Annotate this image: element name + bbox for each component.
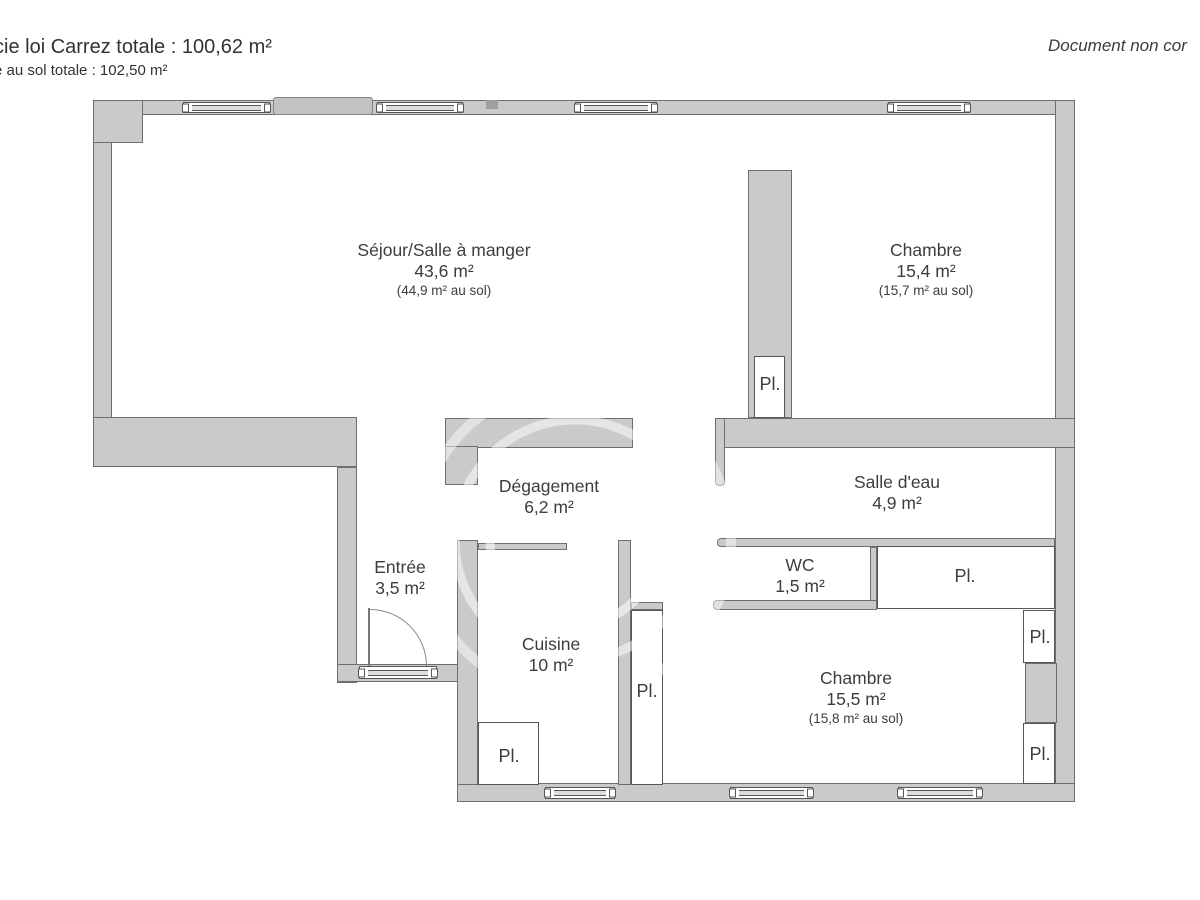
wall-sejour-band bbox=[93, 417, 357, 467]
window-glazing bbox=[739, 790, 804, 796]
window-jamb bbox=[609, 788, 616, 798]
entry-door-threshold bbox=[358, 666, 438, 679]
window-glazing bbox=[192, 104, 261, 111]
room-area: 6,2 m² bbox=[524, 497, 574, 517]
window-glazing bbox=[554, 790, 606, 796]
room-label-degagement: Dégagement 6,2 m² bbox=[499, 476, 599, 518]
closet-label-cuisine: Pl. bbox=[498, 746, 520, 766]
window-jamb bbox=[976, 788, 983, 798]
room-area: 10 m² bbox=[528, 655, 574, 675]
room-area: 15,4 m² bbox=[896, 261, 956, 281]
closet-label-corridor-column: Pl. bbox=[636, 681, 658, 701]
window-glazing bbox=[907, 790, 973, 796]
wall-placard-column-top bbox=[631, 602, 663, 610]
room-label-wc: WC 1,5 m² bbox=[775, 555, 825, 597]
closet-box-chambre2-upper bbox=[1023, 610, 1055, 663]
threshold-jamb bbox=[358, 668, 365, 677]
window-jamb bbox=[182, 103, 189, 112]
threshold-detail bbox=[368, 669, 428, 676]
room-name: Entrée bbox=[374, 557, 426, 577]
room-name: Dégagement bbox=[498, 476, 600, 496]
room-name: WC bbox=[785, 555, 815, 575]
window-jamb bbox=[457, 103, 464, 112]
room-area: 15,5 m² bbox=[826, 689, 886, 709]
window bbox=[544, 787, 616, 799]
window bbox=[887, 102, 971, 113]
carrez-total-line: cie loi Carrez totale : 100,62 m² bbox=[0, 36, 272, 58]
entry-door-leaf bbox=[368, 608, 370, 666]
window bbox=[729, 787, 814, 799]
window bbox=[182, 102, 271, 113]
closet-label-next-to-wc: Pl. bbox=[954, 566, 976, 586]
window-glazing bbox=[386, 104, 454, 111]
closet-box-chambre1 bbox=[754, 356, 785, 418]
wall-entree-left bbox=[337, 467, 357, 683]
closet-label-chambre2-lower: Pl. bbox=[1029, 744, 1051, 764]
floor-area-total-line: e au sol totale : 102,50 m² bbox=[0, 62, 168, 79]
room-label-chambre2: Chambre 15,5 m² (15,8 m² au sol) bbox=[809, 668, 904, 727]
room-floor-area: (15,8 m² au sol) bbox=[808, 711, 904, 726]
window-jamb bbox=[887, 103, 894, 112]
wall-wc-bottom bbox=[713, 600, 877, 610]
wall-salle-eau-top-bar bbox=[717, 418, 1075, 448]
shutter-box bbox=[273, 97, 373, 115]
document-notice: Document non cor bbox=[1048, 36, 1187, 55]
wall-cuisine-top bbox=[478, 543, 567, 550]
window bbox=[897, 787, 983, 799]
closet-box-cuisine bbox=[478, 722, 539, 785]
wall-right bbox=[1055, 100, 1075, 802]
window-jamb bbox=[574, 103, 581, 112]
window-glazing bbox=[584, 104, 648, 111]
wall-cuisine-right bbox=[618, 540, 631, 785]
window-jamb bbox=[651, 103, 658, 112]
room-area: 1,5 m² bbox=[775, 576, 825, 596]
wall-corner-block bbox=[93, 100, 143, 143]
wall-salle-eau-stub bbox=[715, 418, 725, 486]
entry-door-swing-arc bbox=[370, 609, 427, 666]
wall-between-placards bbox=[1025, 663, 1057, 723]
window-jamb bbox=[897, 788, 904, 798]
room-label-sejour: Séjour/Salle à manger 43,6 m² (44,9 m² a… bbox=[357, 240, 530, 299]
window bbox=[574, 102, 658, 113]
window-jamb bbox=[264, 103, 271, 112]
room-label-salle-eau: Salle d'eau 4,9 m² bbox=[854, 472, 940, 514]
room-name: Séjour/Salle à manger bbox=[357, 240, 531, 260]
closet-box-chambre2-lower bbox=[1023, 723, 1055, 784]
wall-wc-right bbox=[870, 547, 877, 602]
room-label-chambre1: Chambre 15,4 m² (15,7 m² au sol) bbox=[879, 240, 974, 299]
window-jamb bbox=[544, 788, 551, 798]
room-name: Salle d'eau bbox=[853, 472, 941, 492]
window-jamb bbox=[807, 788, 814, 798]
closet-box-next-to-wc bbox=[877, 546, 1055, 609]
room-name: Cuisine bbox=[521, 634, 581, 654]
wall-cuisine-left bbox=[457, 540, 478, 785]
room-name: Chambre bbox=[890, 240, 962, 260]
window-jamb bbox=[376, 103, 383, 112]
room-label-entree: Entrée 3,5 m² bbox=[374, 557, 426, 599]
closet-label-chambre2-upper: Pl. bbox=[1029, 627, 1051, 647]
room-label-cuisine: Cuisine 10 m² bbox=[522, 634, 580, 676]
room-floor-area: (15,7 m² au sol) bbox=[878, 283, 974, 298]
wall-degagement-stub bbox=[445, 446, 478, 485]
window-glazing bbox=[897, 104, 961, 111]
wall-degagement-bar bbox=[445, 418, 633, 448]
window-jamb bbox=[964, 103, 971, 112]
room-name: Chambre bbox=[820, 668, 892, 688]
window-jamb bbox=[729, 788, 736, 798]
room-area: 4,9 m² bbox=[872, 493, 922, 513]
window bbox=[376, 102, 464, 113]
room-floor-area: (44,9 m² au sol) bbox=[396, 283, 492, 298]
duct-mark bbox=[486, 100, 498, 109]
closet-label-chambre1: Pl. bbox=[759, 374, 781, 394]
room-area: 3,5 m² bbox=[375, 578, 425, 598]
room-area: 43,6 m² bbox=[414, 261, 474, 281]
wall-left bbox=[93, 100, 112, 467]
threshold-jamb bbox=[431, 668, 438, 677]
